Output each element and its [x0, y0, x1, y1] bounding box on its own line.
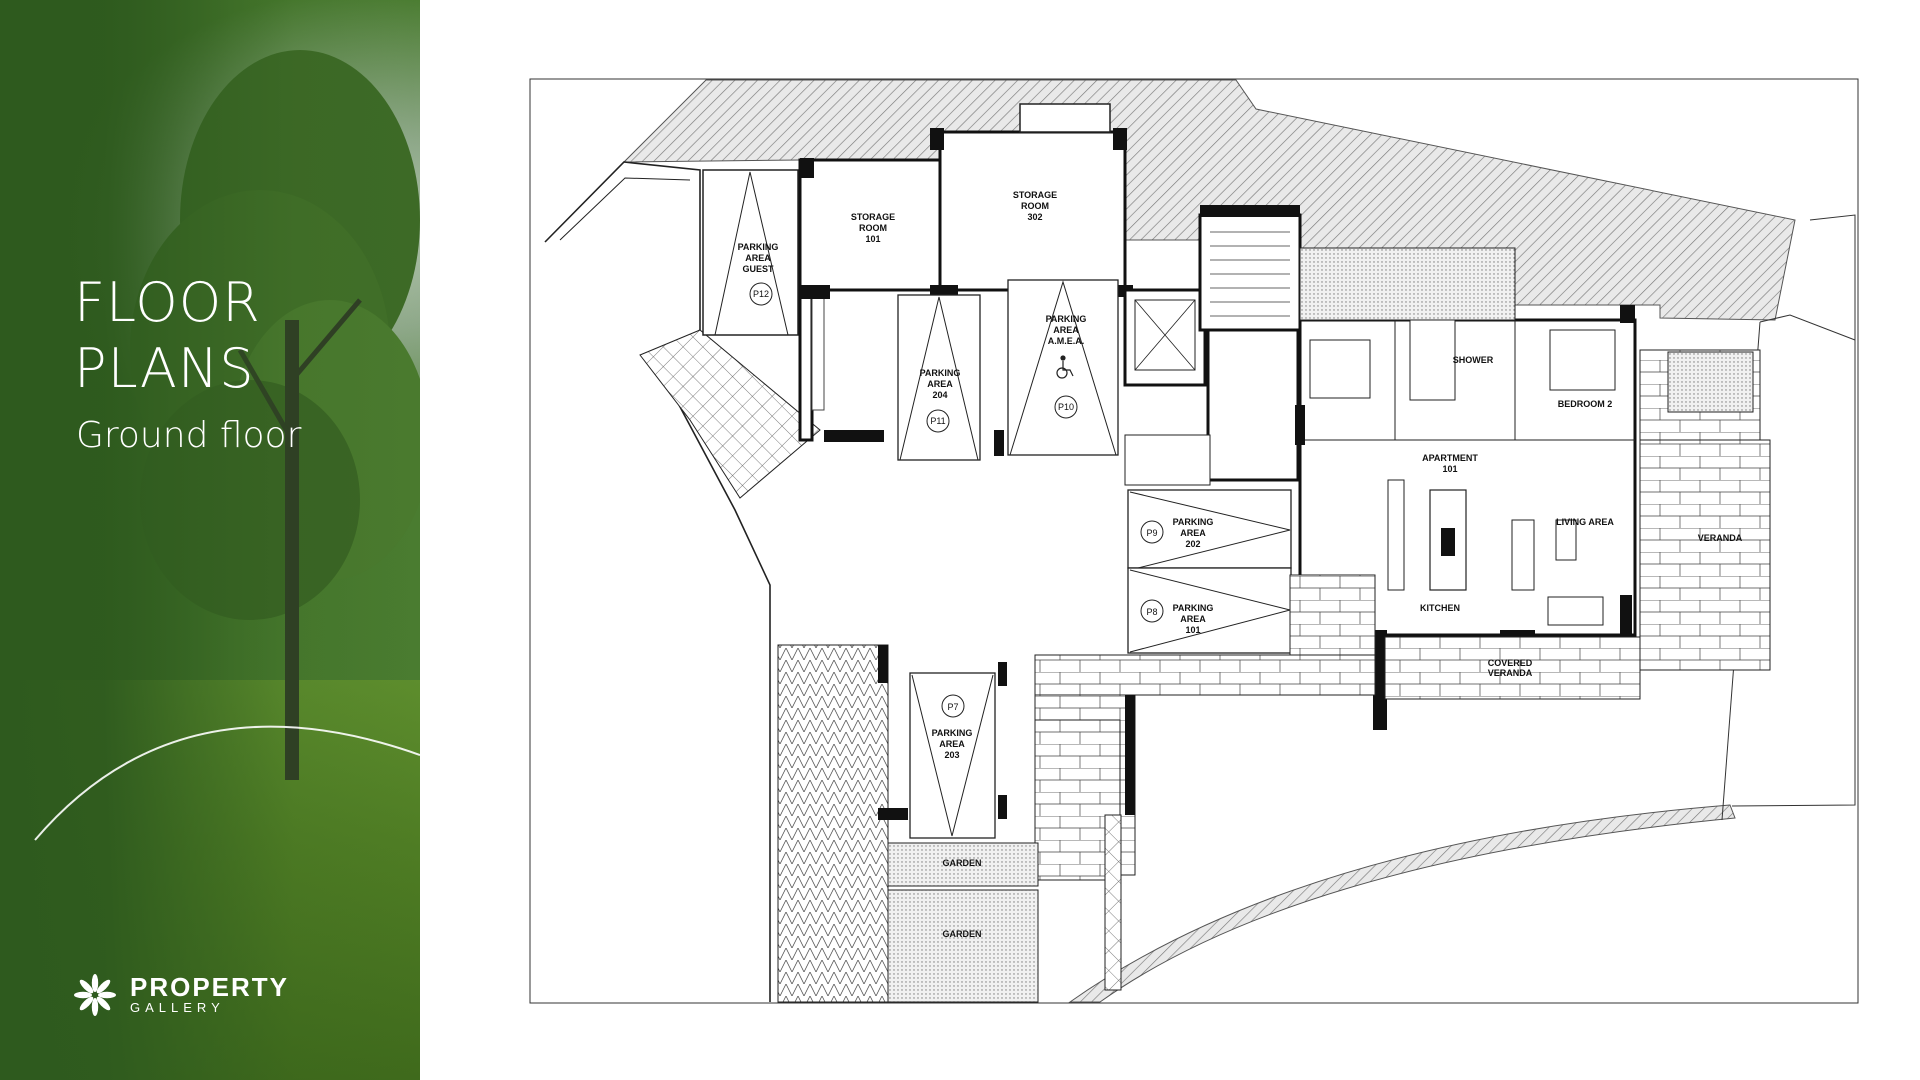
- brand-tagline: GALLERY: [130, 1000, 225, 1015]
- label-storage-302-l1: STORAGE: [1013, 190, 1057, 200]
- label-veranda: VERANDA: [1698, 533, 1743, 543]
- label-parking-204-l3: 204: [932, 390, 947, 400]
- spot-p12: P12: [753, 289, 769, 299]
- brand-logo: PROPERTY GALLERY: [72, 972, 289, 1018]
- label-covered-veranda-l1: COVERED: [1488, 658, 1533, 668]
- spot-p11: P11: [930, 416, 945, 426]
- flower-logo-icon: [74, 974, 116, 1016]
- label-covered-veranda-l2: VERANDA: [1488, 668, 1533, 678]
- label-garden-1: GARDEN: [942, 858, 981, 868]
- label-storage-101-l3: 101: [865, 234, 880, 244]
- spot-p10: P10: [1058, 402, 1074, 412]
- label-shower: SHOWER: [1453, 355, 1494, 365]
- label-parking-203-l1: PARKING: [932, 728, 973, 738]
- label-storage-101-l2: ROOM: [859, 223, 887, 233]
- wheelchair-icon: [1056, 355, 1074, 379]
- title-line-floor: FLOOR: [74, 271, 261, 334]
- label-kitchen: KITCHEN: [1420, 603, 1460, 613]
- label-parking-101-l2: AREA: [1180, 614, 1206, 624]
- tiled-corner: [639, 329, 821, 499]
- parking-spot-markers: [749, 282, 1164, 718]
- brand-name: PROPERTY: [130, 972, 290, 1002]
- spot-p9: P9: [1146, 528, 1157, 538]
- label-parking-204-l1: PARKING: [920, 368, 961, 378]
- label-parking-amea-l3: A.M.E.A.: [1048, 336, 1085, 346]
- label-storage-302-l3: 302: [1027, 212, 1042, 222]
- label-parking-202-l1: PARKING: [1173, 517, 1214, 527]
- label-parking-guest-l3: GUEST: [742, 264, 774, 274]
- page-title: FLOOR PLANS: [74, 270, 261, 402]
- title-line-plans: PLANS: [74, 337, 255, 400]
- label-parking-guest-l1: PARKING: [738, 242, 779, 252]
- floor-plan-drawing: STORAGE ROOM 101 STORAGE ROOM 302 PARKIN…: [529, 78, 1859, 1004]
- label-parking-203-l2: AREA: [939, 739, 965, 749]
- decorative-arc: [34, 725, 420, 841]
- label-apartment-l1: APARTMENT: [1422, 453, 1478, 463]
- label-parking-101-l3: 101: [1185, 625, 1200, 635]
- label-parking-101-l1: PARKING: [1173, 603, 1214, 613]
- brand-text: PROPERTY GALLERY: [130, 974, 289, 1016]
- label-parking-amea-l2: AREA: [1053, 325, 1079, 335]
- label-parking-amea-l1: PARKING: [1046, 314, 1087, 324]
- label-storage-302-l2: ROOM: [1021, 201, 1049, 211]
- spot-p8: P8: [1146, 607, 1157, 617]
- label-apartment-l2: 101: [1442, 464, 1457, 474]
- gradient-overlay: [0, 0, 420, 1080]
- sidebar-panel: FLOOR PLANS Ground floor PROPERTY GALLER…: [0, 0, 420, 1080]
- label-parking-204-l2: AREA: [927, 379, 953, 389]
- label-storage-101-l1: STORAGE: [851, 212, 895, 222]
- label-bedroom-2: BEDROOM 2: [1558, 399, 1613, 409]
- bottom-slope: [1068, 804, 1736, 1003]
- room-labels: STORAGE ROOM 101 STORAGE ROOM 302 PARKIN…: [738, 190, 1743, 939]
- herringbone-path: [777, 644, 889, 1003]
- label-parking-202-l2: AREA: [1180, 528, 1206, 538]
- label-parking-202-l3: 202: [1185, 539, 1200, 549]
- label-parking-203-l3: 203: [944, 750, 959, 760]
- spot-p7: P7: [947, 702, 958, 712]
- label-living-area: LIVING AREA: [1556, 517, 1614, 527]
- label-parking-guest-l2: AREA: [745, 253, 771, 263]
- floor-subtitle: Ground floor: [76, 415, 302, 456]
- label-garden-2: GARDEN: [942, 929, 981, 939]
